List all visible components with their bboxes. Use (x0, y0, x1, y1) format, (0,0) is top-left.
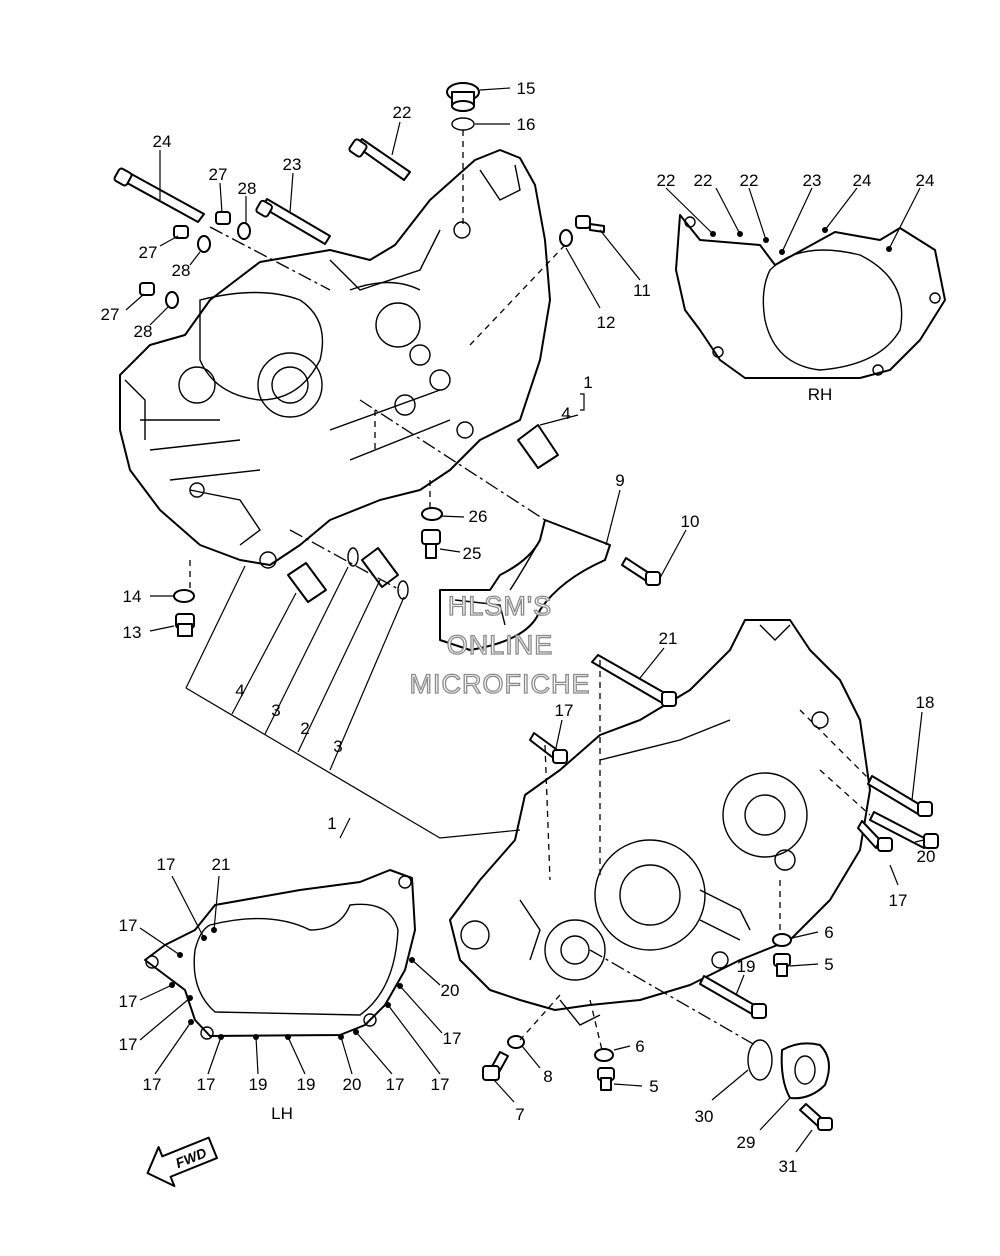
lh-gasket-panel: 17 21 17 17 17 17 17 19 19 20 17 17 17 2… (119, 855, 462, 1123)
label-30: 30 (695, 1107, 714, 1126)
group-bracket-1 (185, 393, 585, 839)
watermark: HLSM'S ONLINE MICROFICHE (409, 590, 591, 699)
label-8: 8 (543, 1067, 552, 1086)
part-number-labels: 15 16 22 24 27 28 23 27 28 27 28 11 12 1… (101, 79, 936, 1176)
rh-label-23: 23 (803, 171, 822, 190)
label-27a: 27 (209, 165, 228, 184)
label-5-upper: 5 (824, 955, 833, 974)
bracket-part-9 (439, 519, 611, 651)
label-23: 23 (283, 155, 302, 174)
label-24: 24 (153, 132, 172, 151)
lh-label-17e: 17 (143, 1075, 162, 1094)
watermark-line-1: HLSM'S (448, 591, 552, 621)
rh-caption: RH (808, 385, 833, 404)
fwd-arrow-icon: FWD (146, 1136, 218, 1188)
rh-label-24a: 24 (853, 171, 872, 190)
lh-label-20a: 20 (343, 1075, 362, 1094)
center-lines (189, 130, 871, 1051)
label-21: 21 (659, 629, 678, 648)
label-27b: 27 (139, 243, 158, 262)
lh-label-17a: 17 (157, 855, 176, 874)
label-4-upper: 4 (561, 404, 570, 423)
label-12: 12 (597, 313, 616, 332)
label-17-mid: 17 (555, 701, 574, 720)
label-10: 10 (681, 512, 700, 531)
label-11: 11 (633, 281, 651, 300)
label-5-lower: 5 (649, 1077, 658, 1096)
label-14: 14 (123, 587, 142, 606)
label-6-lower: 6 (635, 1037, 644, 1056)
label-2: 2 (300, 719, 309, 738)
label-28a: 28 (238, 179, 257, 198)
label-28b: 28 (172, 261, 191, 280)
crankcase-left-half (119, 149, 551, 569)
label-13: 13 (123, 623, 142, 642)
crankcase-right-half (449, 619, 871, 1026)
label-31: 31 (779, 1157, 798, 1176)
label-9: 9 (615, 471, 624, 490)
label-1-lower: 1 (327, 814, 336, 833)
label-1-upper: 1 (583, 373, 592, 392)
label-28c: 28 (134, 322, 153, 341)
lh-label-20b: 20 (441, 981, 460, 1000)
lh-label-17f: 17 (197, 1075, 216, 1094)
label-29: 29 (737, 1133, 756, 1152)
label-26: 26 (469, 507, 488, 526)
label-3b: 3 (333, 737, 342, 756)
label-27c: 27 (101, 305, 120, 324)
label-19: 19 (737, 957, 756, 976)
rh-label-22c: 22 (740, 171, 759, 190)
rh-label-22b: 22 (694, 171, 713, 190)
rh-label-24b: 24 (916, 171, 935, 190)
label-7: 7 (515, 1105, 524, 1124)
label-3a: 3 (271, 701, 280, 720)
lh-caption: LH (271, 1104, 293, 1123)
label-25: 25 (463, 544, 482, 563)
rh-label-22a: 22 (657, 171, 676, 190)
label-20: 20 (917, 847, 936, 866)
lh-label-17b: 17 (119, 916, 138, 935)
lh-label-17h: 17 (431, 1075, 450, 1094)
leader-lines (125, 87, 925, 1153)
fastener-group (113, 82, 939, 1131)
label-16: 16 (517, 115, 536, 134)
lh-label-19a: 19 (249, 1075, 268, 1094)
watermark-line-3: MICROFICHE (410, 669, 591, 699)
watermark-line-2: ONLINE (447, 630, 554, 660)
label-15: 15 (517, 79, 536, 98)
lh-label-17d: 17 (119, 1035, 138, 1054)
lh-label-19b: 19 (297, 1075, 316, 1094)
label-22: 22 (393, 103, 412, 122)
lh-label-21: 21 (212, 855, 231, 874)
label-6-upper: 6 (824, 923, 833, 942)
label-17-right: 17 (889, 891, 908, 910)
label-4-lower: 4 (235, 681, 244, 700)
lh-label-17i: 17 (443, 1029, 462, 1048)
lh-label-17c: 17 (119, 992, 138, 1011)
lh-label-17g: 17 (386, 1075, 405, 1094)
rh-gasket-panel: 22 22 22 23 24 24 RH (657, 171, 946, 404)
label-18: 18 (916, 693, 935, 712)
